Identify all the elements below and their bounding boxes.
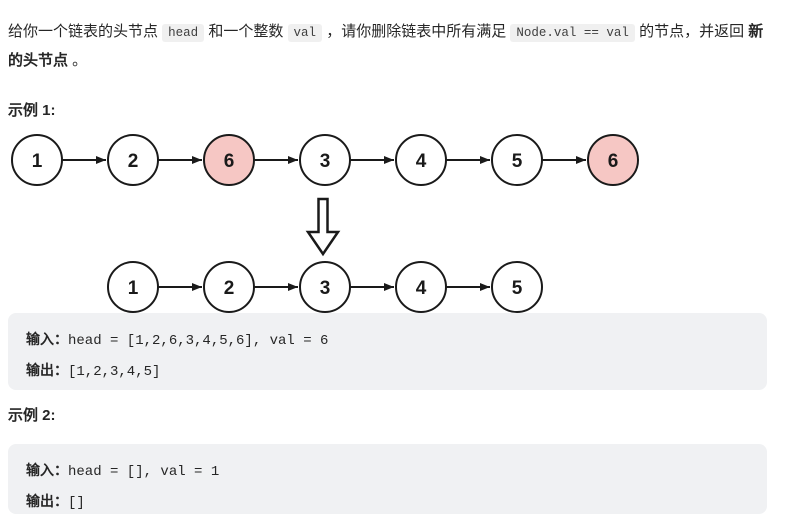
output-value: [1,2,3,4,5] (68, 364, 161, 380)
statement-bold-new-head: 新的头节点 (8, 23, 764, 69)
statement-text-2: 和一个整数 (204, 23, 288, 40)
list-node-circle (395, 261, 447, 313)
list-node-value: 4 (416, 278, 427, 299)
output-label: 输出： (26, 493, 68, 509)
example-2-output-line: 输出：[] (26, 487, 749, 518)
list-node-circle (203, 261, 255, 313)
list-node-circle (107, 134, 159, 186)
example-2-input-line: 输入：head = [], val = 1 (26, 456, 749, 487)
inline-code-node-val: Node.val == val (510, 24, 635, 42)
statement-text-1: 给你一个链表的头节点 (8, 23, 163, 40)
output-label: 输出： (26, 362, 68, 378)
output-value: [] (68, 495, 85, 511)
list-node-value: 6 (608, 151, 619, 172)
list-node-circle (491, 134, 543, 186)
input-value: head = [1,2,6,3,4,5,6], val = 6 (68, 333, 329, 349)
list-node-value: 1 (128, 278, 139, 299)
list-node-circle-highlighted (587, 134, 639, 186)
input-label: 输入： (26, 331, 68, 347)
statement-text-4: 的节点，并返回 (634, 23, 749, 40)
list-node-circle (107, 261, 159, 313)
list-node-circle (299, 261, 351, 313)
problem-statement: 给你一个链表的头节点 head 和一个整数 val ，请你删除链表中所有满足 N… (8, 18, 774, 75)
list-node-value: 5 (512, 278, 523, 299)
list-node-circle-highlighted (203, 134, 255, 186)
example-1-title: 示例 1: (8, 102, 56, 119)
input-label: 输入： (26, 462, 68, 478)
example-1-output-line: 输出：[1,2,3,4,5] (26, 356, 749, 387)
list-node-value: 3 (320, 151, 331, 172)
list-node-circle (491, 261, 543, 313)
input-value: head = [], val = 1 (68, 464, 220, 480)
list-node-circle (299, 134, 351, 186)
list-node-value: 1 (32, 151, 43, 172)
inline-code-val: val (287, 24, 323, 42)
linked-list-diagram: 1 2 6 3 4 5 6 1 2 3 4 5 (11, 134, 639, 313)
list-node-value: 6 (224, 151, 235, 172)
list-node-value: 5 (512, 151, 523, 172)
list-node-circle (395, 134, 447, 186)
list-node-value: 4 (416, 151, 427, 172)
list-node-value: 2 (128, 151, 139, 172)
transform-down-arrow-icon (305, 197, 341, 257)
list-node-value: 2 (224, 278, 235, 299)
inline-code-head: head (162, 24, 205, 42)
list-node-value: 3 (320, 278, 331, 299)
example-1-input-line: 输入：head = [1,2,6,3,4,5,6], val = 6 (26, 325, 749, 356)
list-node-circle (11, 134, 63, 186)
statement-text-5: 。 (68, 52, 88, 69)
statement-text-3: ，请你删除链表中所有满足 (322, 23, 511, 40)
example-2-title: 示例 2: (8, 407, 56, 424)
